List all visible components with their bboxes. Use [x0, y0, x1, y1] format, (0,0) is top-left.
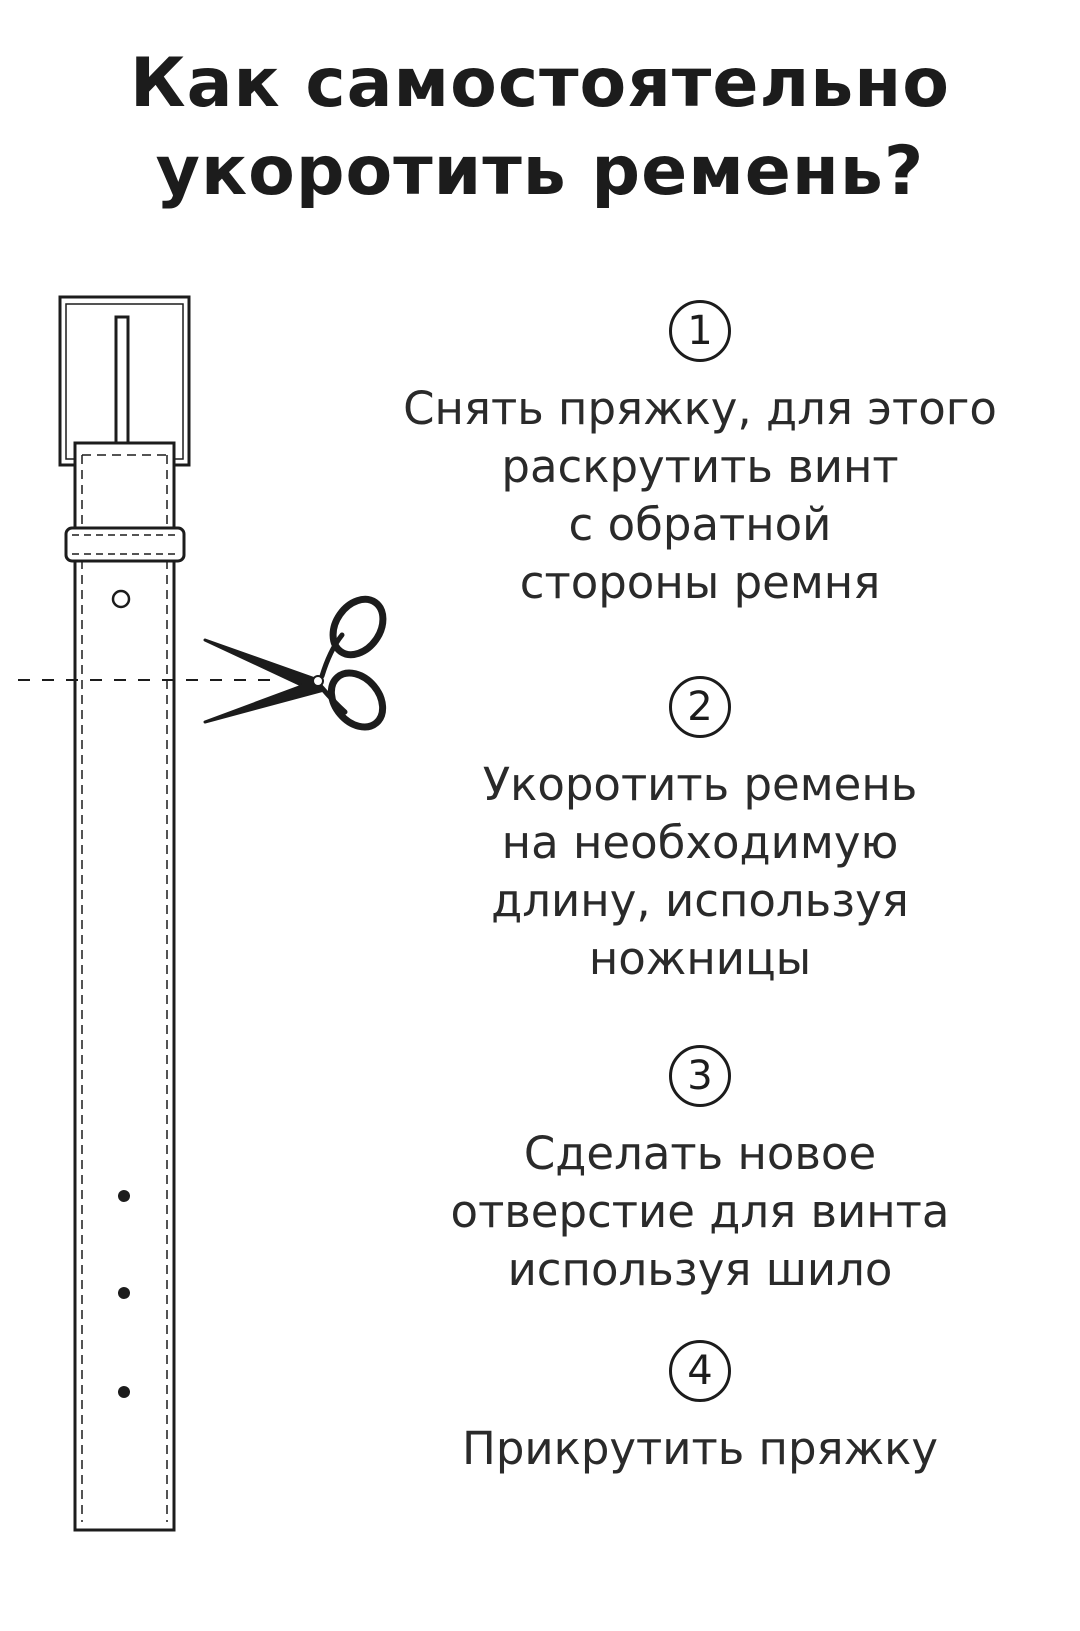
step-1: 1 Снять пряжку, для этого раскрутить вин… [360, 300, 1040, 612]
step-4-text: Прикрутить пряжку [462, 1422, 938, 1475]
step-1-number-badge: 1 [669, 300, 731, 362]
step-2-number-badge: 2 [669, 676, 731, 738]
belt-icon [64, 441, 186, 1532]
step-4-number-badge: 4 [669, 1340, 731, 1402]
belt-hole [118, 1287, 130, 1299]
step-4: 4 Прикрутить пряжку [360, 1340, 1040, 1478]
belt-hole [118, 1190, 130, 1202]
step-3-number-badge: 3 [669, 1045, 731, 1107]
belt-holes [118, 1190, 130, 1398]
step-2: 2 Укоротить ремень на необходимую длину,… [360, 676, 1040, 988]
step-3: 3 Сделать новое отверстие для винта испо… [360, 1045, 1040, 1299]
step-1-text: Снять пряжку, для этого раскрутить винт … [403, 382, 997, 609]
step-2-text: Укоротить ремень на необходимую длину, и… [482, 758, 918, 985]
title-line-1: Как самостоятельно [130, 44, 950, 123]
belt-hole [118, 1386, 130, 1398]
scissors-icon [203, 595, 387, 731]
title-line-2: укоротить ремень? [155, 132, 925, 211]
step-3-text: Сделать новое отверстие для винта исполь… [450, 1127, 950, 1296]
page-title: Как самостоятельно укоротить ремень? [0, 40, 1080, 216]
